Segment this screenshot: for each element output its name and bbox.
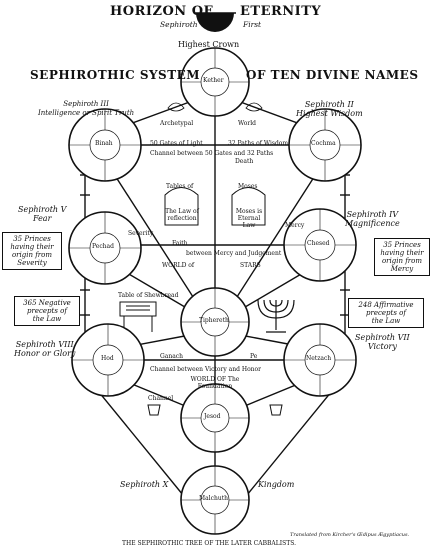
sephiroth-10-label-a: Sephiroth X xyxy=(120,480,169,489)
subtitle-left: Sephiroth xyxy=(160,20,198,29)
circle-9-name: Jesod xyxy=(204,413,221,420)
left-princes-box: 35 Princes having their origin from Seve… xyxy=(2,232,62,270)
world-foundation-label: WORLD OF The Foundation xyxy=(190,376,240,390)
circle-4-name: Chesed xyxy=(307,240,330,247)
affirmative-precepts-box: 248 Affirmative precepts of the Law xyxy=(348,298,424,328)
channel-mid-label: Channel between Victory and Honor xyxy=(150,366,262,373)
title-left: HORIZON OF xyxy=(110,4,214,19)
path-3-6 xyxy=(104,159,196,301)
faith-label: Faith xyxy=(172,240,188,247)
severity-label: Severity xyxy=(128,230,154,237)
system-title-right: OF TEN DIVINE NAMES xyxy=(246,68,419,82)
path-2-6 xyxy=(234,159,326,301)
circle-8-name: Hod xyxy=(101,355,114,362)
channel-top-label: Channel between 50 Gates and 32 Paths xyxy=(150,150,274,157)
tables-label: Tables of xyxy=(166,183,194,190)
crown-label: Highest Crown xyxy=(178,40,240,49)
subtitle-right: First xyxy=(243,20,262,29)
gates-label: 50 Gates of Light xyxy=(150,140,203,147)
law-label: The Law of reflection xyxy=(165,208,199,222)
sephiroth-4-label: Sephiroth IV Magnificence xyxy=(345,210,400,228)
circle-spokes xyxy=(69,48,361,534)
sephiroth-2-label: Sephiroth II Highest Wisdom xyxy=(296,100,363,118)
title-right: ETERNITY xyxy=(240,4,322,19)
negative-precepts-box: 365 Negative precepts of the Law xyxy=(14,296,80,326)
menorah-icon xyxy=(257,299,295,333)
ganach-label: Ganach xyxy=(160,353,184,360)
sephiroth-8-label: Sephiroth VIII Honor or Glory xyxy=(14,340,76,358)
moses-label: Moses xyxy=(238,183,258,190)
mercy-label: Mercy xyxy=(285,222,305,229)
moses-eternal-label: Moses is Eternal Law xyxy=(235,208,263,229)
sephiroth-7-label: Sephiroth VII Victory xyxy=(355,333,410,351)
circle-1-name: Kether xyxy=(203,77,224,84)
death-label: Death xyxy=(235,158,254,165)
altar-icons xyxy=(147,404,283,416)
circle-2-name: Cochma xyxy=(311,140,336,147)
circle-7-name: Netzach xyxy=(306,355,332,362)
sephiroth-3-label: Sephiroth III Intelligence or Spirit Tru… xyxy=(38,100,135,117)
shewbread-label: Table of Shewbread xyxy=(118,292,179,299)
circle-3-name: Binah xyxy=(95,140,113,147)
world-label: World xyxy=(238,120,256,127)
footer-caption: THE SEPHIROTHIC TREE OF THE LATER CABBAL… xyxy=(122,540,297,547)
circle-10-name: Malchuth xyxy=(199,495,229,502)
cherubim-icon xyxy=(167,102,263,112)
system-title-left: SEPHIROTHIC SYSTEM xyxy=(30,68,201,82)
world-of-label: WORLD of xyxy=(162,262,195,269)
sephiroth-5-label: Sephiroth V Fear xyxy=(18,205,67,223)
tablets-of-moses xyxy=(164,187,266,226)
pe-label: Pe xyxy=(250,353,258,360)
stars-label: STARS xyxy=(240,262,261,269)
circle-6-name: Tiphereth xyxy=(199,317,229,324)
circle-5-name: Pechad xyxy=(92,243,114,250)
right-princes-box: 35 Princes having their origin from Merc… xyxy=(374,238,430,276)
horizon-icon xyxy=(194,12,236,32)
footer-credit: Translated from Kircher's Œdipus Ægyptia… xyxy=(290,532,410,538)
paths-label: 32 Paths of Wisdom xyxy=(228,140,289,147)
shewbread-table-icon xyxy=(119,301,157,332)
between-label: between Mercy and Judgement xyxy=(186,250,282,257)
archetypal-label: Archetypal xyxy=(160,120,194,127)
sephiroth-10-label-b: Kingdom xyxy=(258,480,295,489)
channel-low-label: Channel xyxy=(148,395,174,402)
